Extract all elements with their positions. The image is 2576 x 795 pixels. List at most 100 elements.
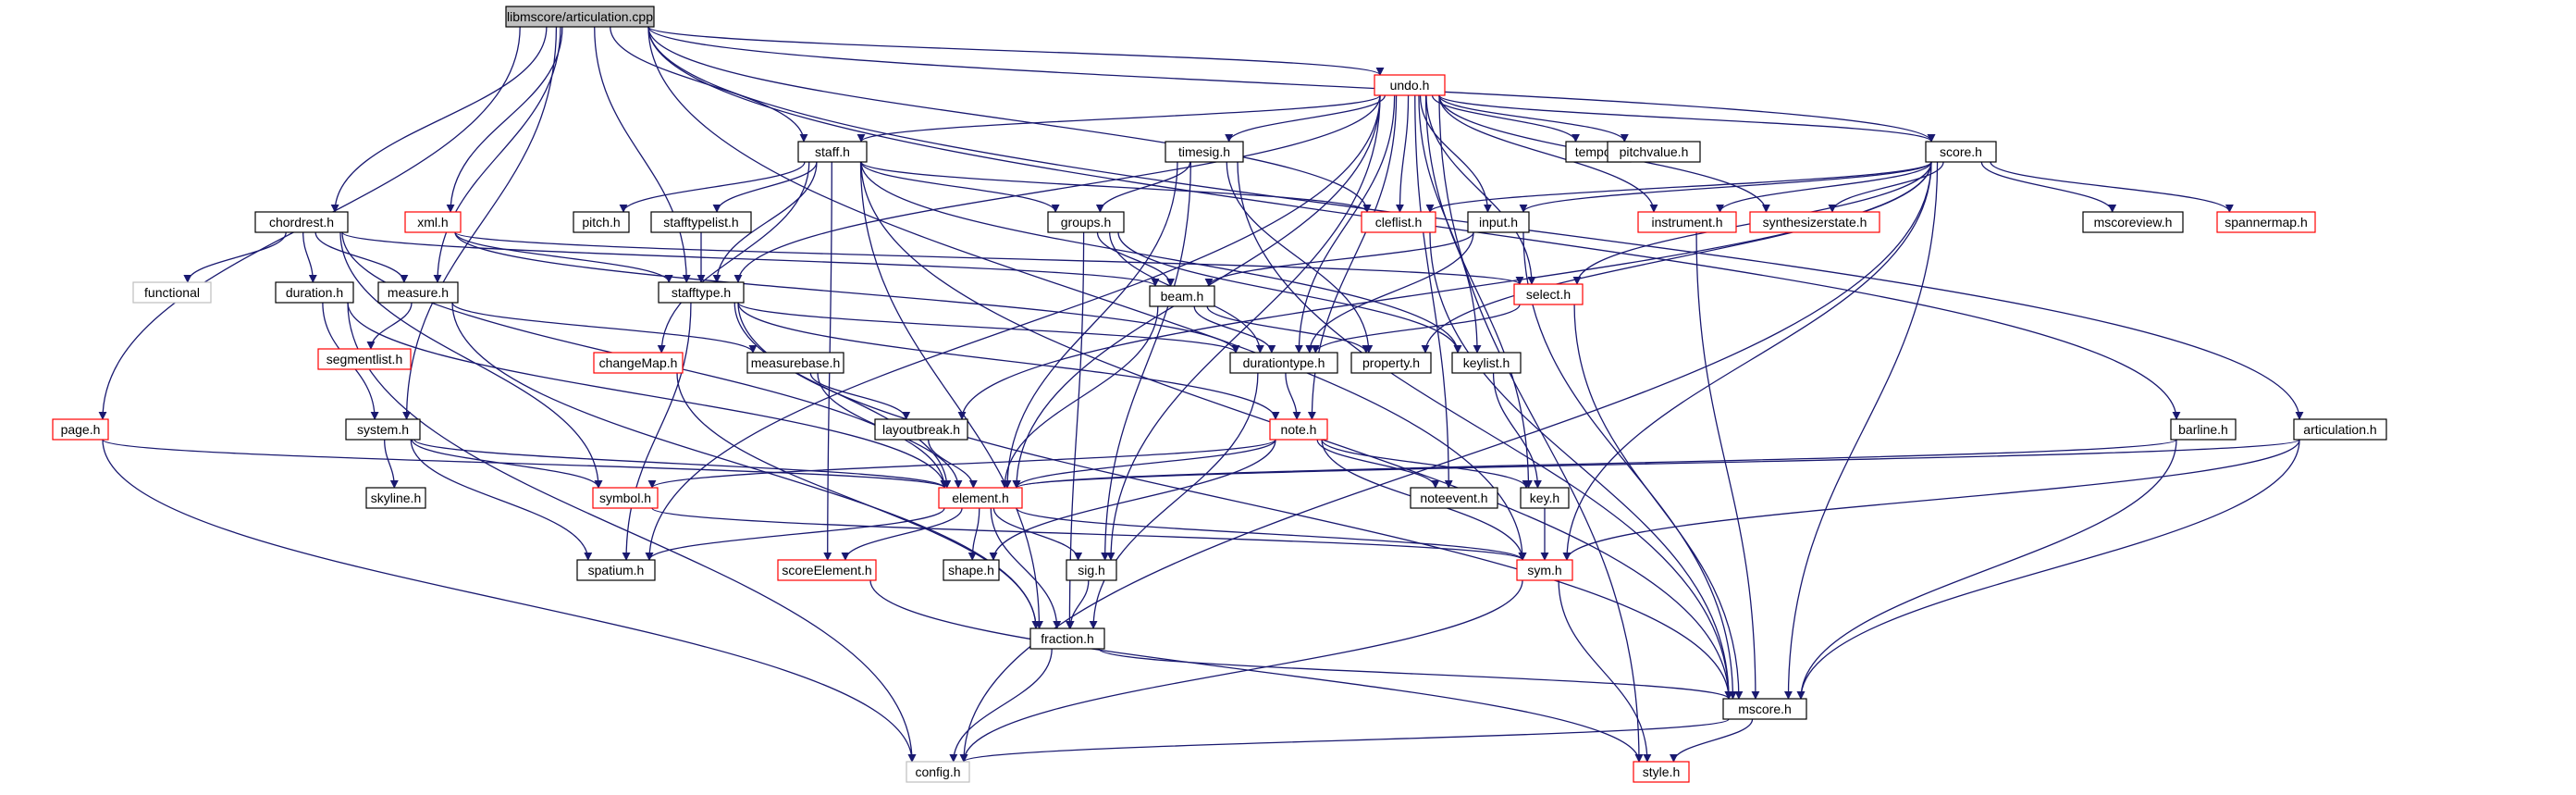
include-edge-undo-to-key [1424,94,1533,489]
file-node-segmentlist[interactable]: segmentlist.h [317,348,412,370]
include-edge-root-to-measure [433,26,561,283]
include-edge-sig-to-fraction [1066,579,1090,629]
file-node-box [2293,418,2387,441]
include-edge-symbol-to-sym [651,507,1527,561]
node-layer: libmscore/articulation.cpp undo.h staff.h t… [52,6,2387,783]
file-node-skyline[interactable]: skyline.h [365,487,426,509]
file-node-box [1925,141,1997,163]
file-node-box [275,281,354,304]
file-node-staff[interactable]: staff.h [797,141,868,163]
include-edge-undo-to-select [1425,94,1536,285]
file-node-groups[interactable]: groups.h [1047,211,1125,233]
file-node-label: note.h [1281,422,1317,437]
file-node-score[interactable]: score.h [1925,141,1997,163]
include-edge-undo-to-pitchvalue [1438,94,1629,143]
file-node-pitchvalue[interactable]: pitchvalue.h [1607,141,1701,163]
file-node-label: measure.h [388,285,449,300]
file-node-box [345,418,421,441]
file-node-label: measurebase.h [751,355,841,370]
file-node-changeMap[interactable]: changeMap.h [593,352,684,374]
file-node-box [1229,352,1338,374]
include-edge-stafftype-to-durationtype [737,302,1240,354]
include-edge-staff-to-pitch [619,161,806,213]
file-node-box [505,6,655,28]
file-node-barline[interactable]: barline.h [2170,418,2237,441]
file-node-spatium[interactable]: spatium.h [576,559,656,581]
include-edge-system-to-element [413,439,949,489]
file-node-page[interactable]: page.h [52,418,109,441]
file-node-spannermap[interactable]: spannermap.h [2216,211,2316,233]
file-node-box [576,559,656,581]
file-node-synthesizerstate[interactable]: synthesizerstate.h [1749,211,1880,233]
file-node-beam[interactable]: beam.h [1149,285,1215,307]
file-node-key[interactable]: key.h [1520,487,1570,509]
include-edge-xml-to-stafftype [454,231,673,283]
file-node-mscoreview[interactable]: mscoreview.h [2082,211,2184,233]
file-node-duration[interactable]: duration.h [275,281,354,304]
file-node-noteevent[interactable]: noteevent.h [1410,487,1498,509]
include-edge-keylist-to-key [1492,372,1542,489]
file-node-scoreElement[interactable]: scoreElement.h [777,559,877,581]
file-node-label: score.h [1940,144,1982,159]
file-node-system[interactable]: system.h [345,418,421,441]
file-node-layoutbreak[interactable]: layoutbreak.h [874,418,968,441]
file-node-input[interactable]: input.h [1467,211,1530,233]
file-node-label: shape.h [948,563,994,578]
file-node-label: chordrest.h [269,215,334,230]
file-node-shape[interactable]: shape.h [943,559,1000,581]
include-edge-score-to-config [959,161,1932,763]
file-node-chordrest[interactable]: chordrest.h [254,211,349,233]
file-node-element[interactable]: element.h [938,487,1023,509]
file-node-sig[interactable]: sig.h [1066,559,1117,581]
include-edge-mscore-to-config [959,718,1730,763]
file-node-mscore[interactable]: mscore.h [1722,698,1807,720]
file-node-sym[interactable]: sym.h [1516,559,1573,581]
file-node-property[interactable]: property.h [1350,352,1432,374]
file-node-articulation[interactable]: articulation.h [2293,418,2387,441]
file-node-note[interactable]: note.h [1269,418,1328,441]
file-node-root: libmscore/articulation.cpp [505,6,655,28]
include-edge-note-to-symbol [647,439,1276,489]
include-edge-articulation-to-element [1012,439,2300,489]
include-edge-staff-to-stafftype [712,161,818,283]
include-edge-fraction-to-mscore [1098,648,1733,700]
include-edge-timesig-to-element [1003,161,1178,489]
file-node-measure[interactable]: measure.h [377,281,459,304]
file-node-label: beam.h [1161,289,1204,304]
file-node-fraction[interactable]: fraction.h [1029,627,1105,650]
file-node-select[interactable]: select.h [1513,283,1584,305]
file-node-durationtype[interactable]: durationtype.h [1229,352,1338,374]
file-node-xml[interactable]: xml.h [404,211,462,233]
include-edge-root-to-stafftype [594,26,691,283]
file-node-label: fraction.h [1041,631,1094,646]
file-node-cleflist[interactable]: cleflist.h [1361,211,1436,233]
include-edge-input-to-mscore [1522,231,1737,700]
include-edge-chordrest-to-symbol [339,231,603,489]
file-node-label: duration.h [286,285,343,300]
include-edge-input-to-beam [1204,231,1474,287]
include-edge-undo-to-spatium [645,94,1381,561]
file-node-stafftypelist[interactable]: stafftypelist.h [650,211,752,233]
file-node-box [1607,141,1701,163]
file-node-label: key.h [1530,491,1559,505]
file-node-keylist[interactable]: keylist.h [1451,352,1522,374]
file-node-instrument[interactable]: instrument.h [1637,211,1737,233]
file-node-label: synthesizerstate.h [1763,215,1867,230]
file-node-timesig[interactable]: timesig.h [1165,141,1244,163]
file-node-box [1361,211,1436,233]
include-edge-changeMap-to-fraction [676,372,1041,629]
file-node-symbol[interactable]: symbol.h [592,487,659,509]
file-node-label: keylist.h [1463,355,1510,370]
file-node-box [938,487,1023,509]
file-node-style[interactable]: style.h [1633,761,1690,783]
include-edge-root-to-cleflist [647,26,1372,213]
file-node-undo[interactable]: undo.h [1374,74,1446,96]
file-node-measurebase[interactable]: measurebase.h [746,352,844,374]
file-node-pitch[interactable]: pitch.h [573,211,630,233]
include-edge-input-to-durationtype [1305,231,1474,354]
file-node-box [254,211,349,233]
include-edge-score-to-layoutbreak [957,161,1932,420]
file-node-stafftype[interactable]: stafftype.h [658,281,745,304]
include-edge-element-to-sig [992,507,1083,561]
file-node-box [1410,487,1498,509]
